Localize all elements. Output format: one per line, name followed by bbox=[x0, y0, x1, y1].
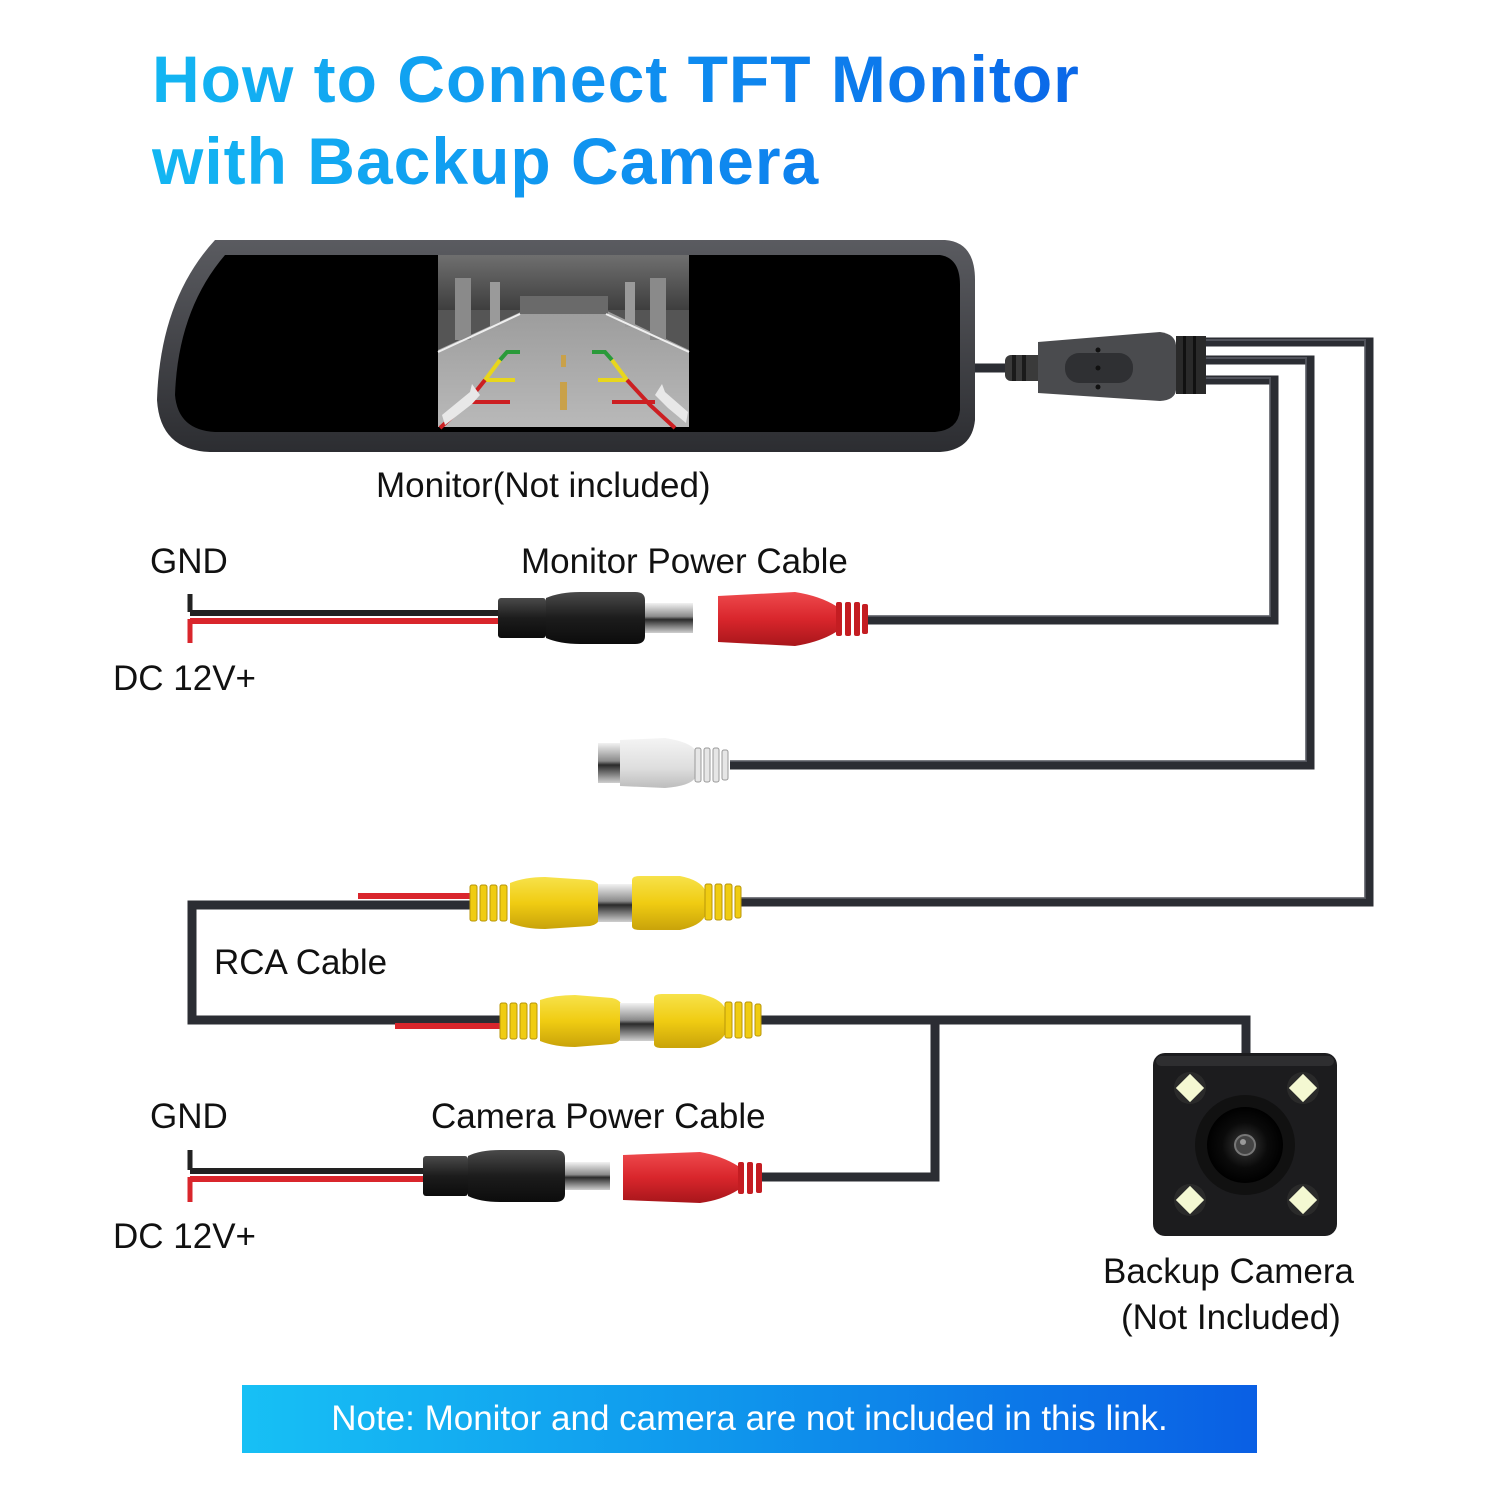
camera-led bbox=[1174, 1072, 1206, 1104]
gnd-label-top: GND bbox=[150, 542, 228, 581]
monitor-screen bbox=[437, 255, 690, 430]
dc-male-plug bbox=[498, 592, 693, 644]
not-included-label: (Not Included) bbox=[1121, 1298, 1341, 1337]
dc-12v-label-top: DC 12V+ bbox=[113, 659, 256, 698]
dc-male-plug-camera bbox=[423, 1150, 610, 1202]
backup-camera bbox=[1153, 1053, 1337, 1236]
camera-power-cable-label: Camera Power Cable bbox=[431, 1097, 766, 1136]
rca-cable-label: RCA Cable bbox=[214, 943, 388, 982]
monitor-multi-connector bbox=[1005, 332, 1206, 401]
camera-led bbox=[1287, 1072, 1319, 1104]
cable-network bbox=[187, 337, 1374, 1182]
monitor-label: Monitor(Not included) bbox=[376, 466, 711, 505]
rca-lower-connectors bbox=[395, 994, 762, 1048]
rca-loop-cable bbox=[187, 900, 505, 1025]
camera-led bbox=[1174, 1184, 1206, 1216]
white-rca-connector bbox=[598, 738, 729, 788]
video-out-cable bbox=[740, 337, 1374, 907]
dc-12v-label-bottom: DC 12V+ bbox=[113, 1217, 256, 1256]
parking-guide-lines bbox=[438, 350, 677, 430]
dc-female-plug bbox=[718, 592, 868, 646]
camera-video-cable bbox=[760, 1015, 1251, 1062]
monitor-power-cable-label: Monitor Power Cable bbox=[521, 542, 848, 581]
monitor-power-cable-line bbox=[865, 375, 1279, 625]
camera-led bbox=[1287, 1184, 1319, 1216]
audio-cable bbox=[730, 355, 1315, 770]
monitor-power-cable bbox=[187, 592, 868, 646]
dc-female-plug-camera bbox=[623, 1152, 762, 1203]
rca-upper-connectors bbox=[358, 876, 742, 930]
gnd-label-bottom: GND bbox=[150, 1097, 228, 1136]
monitor bbox=[157, 240, 975, 452]
note-banner: Note: Monitor and camera are not include… bbox=[242, 1385, 1257, 1453]
camera-power-cable bbox=[187, 1150, 762, 1203]
camera-power-branch bbox=[762, 1020, 940, 1182]
backup-camera-label: Backup Camera bbox=[1103, 1252, 1354, 1291]
